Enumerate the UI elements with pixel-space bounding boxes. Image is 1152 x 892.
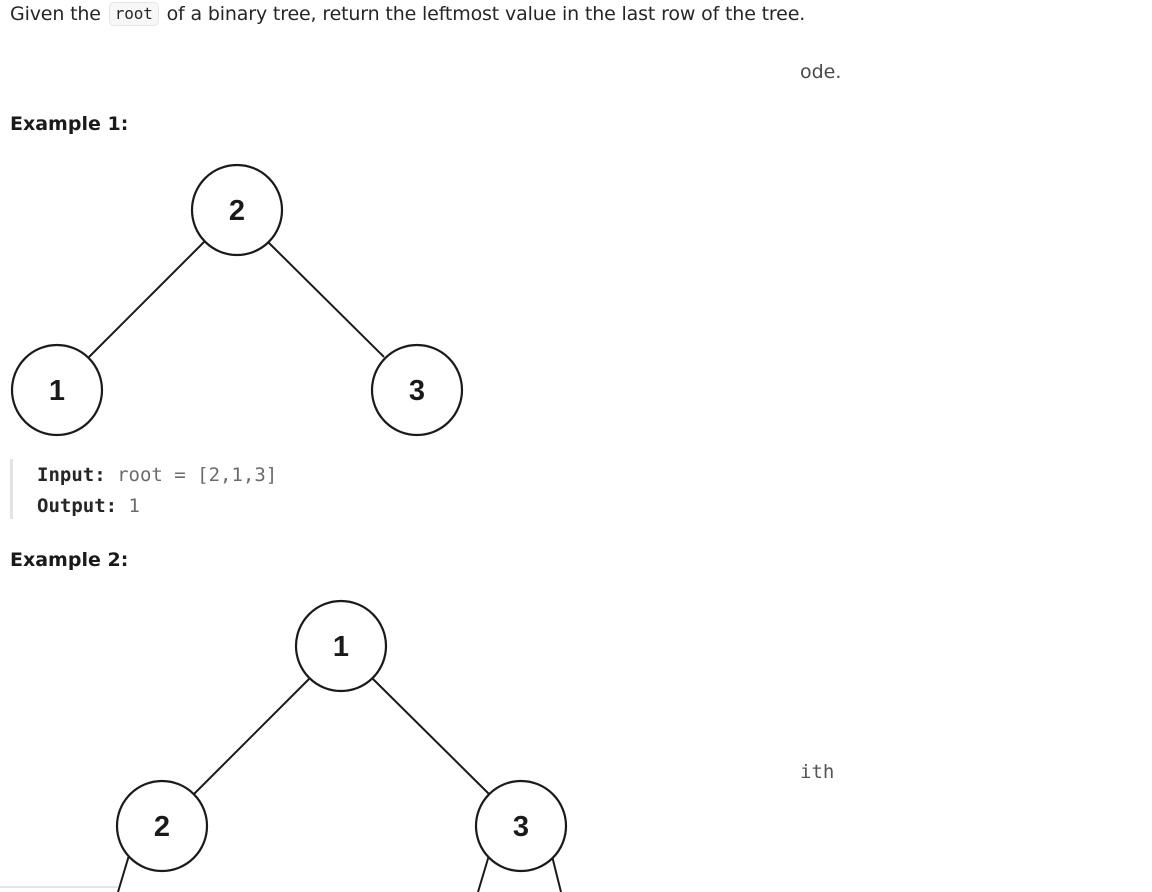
- bottom-divider: [0, 886, 118, 888]
- input-label: Input:: [37, 464, 106, 486]
- example-1-io-block: Input: root = [2,1,3] Output: 1: [10, 459, 430, 519]
- output-line: Output: 1: [37, 491, 430, 521]
- tree-node-root: 1: [294, 599, 388, 693]
- edge-root-right: [267, 241, 385, 358]
- statement-suffix: of a binary tree, return the leftmost va…: [160, 3, 806, 25]
- node-label-root: 1: [333, 631, 349, 663]
- edge-left-child: [117, 851, 131, 892]
- node-label-left: 1: [49, 375, 65, 407]
- output-value: 1: [117, 495, 140, 517]
- edge-right-left-child: [477, 851, 491, 892]
- input-line: Input: root = [2,1,3]: [37, 460, 430, 490]
- inline-code-root: root: [108, 2, 159, 26]
- problem-statement: Given the root of a binary tree, return …: [10, 1, 805, 27]
- node-label-right: 3: [409, 375, 425, 407]
- node-label-root: 2: [229, 195, 245, 227]
- edge-root-left: [193, 678, 310, 795]
- example-1-tree-diagram: 2 1 3: [10, 163, 464, 437]
- tree-node-left: 1: [10, 343, 104, 437]
- clipped-code-fragment: ith: [800, 761, 835, 783]
- example-2-tree-diagram: 1 2 3: [115, 599, 568, 892]
- statement-prefix: Given the: [10, 3, 107, 25]
- edge-root-left: [88, 241, 205, 358]
- tree-node-root: 2: [190, 163, 284, 257]
- tree-node-right: 3: [474, 779, 568, 873]
- tree-node-left: 2: [115, 779, 209, 873]
- output-label: Output:: [37, 495, 118, 517]
- example-1-heading: Example 1:: [10, 113, 129, 135]
- node-label-right: 3: [513, 811, 529, 843]
- edge-root-right: [372, 678, 490, 795]
- tree-node-right: 3: [370, 343, 464, 437]
- clipped-text-fragment: ode.: [800, 61, 842, 83]
- input-value: root = [2,1,3]: [105, 464, 278, 486]
- node-label-left: 2: [154, 811, 170, 843]
- example-2-heading: Example 2:: [10, 549, 129, 571]
